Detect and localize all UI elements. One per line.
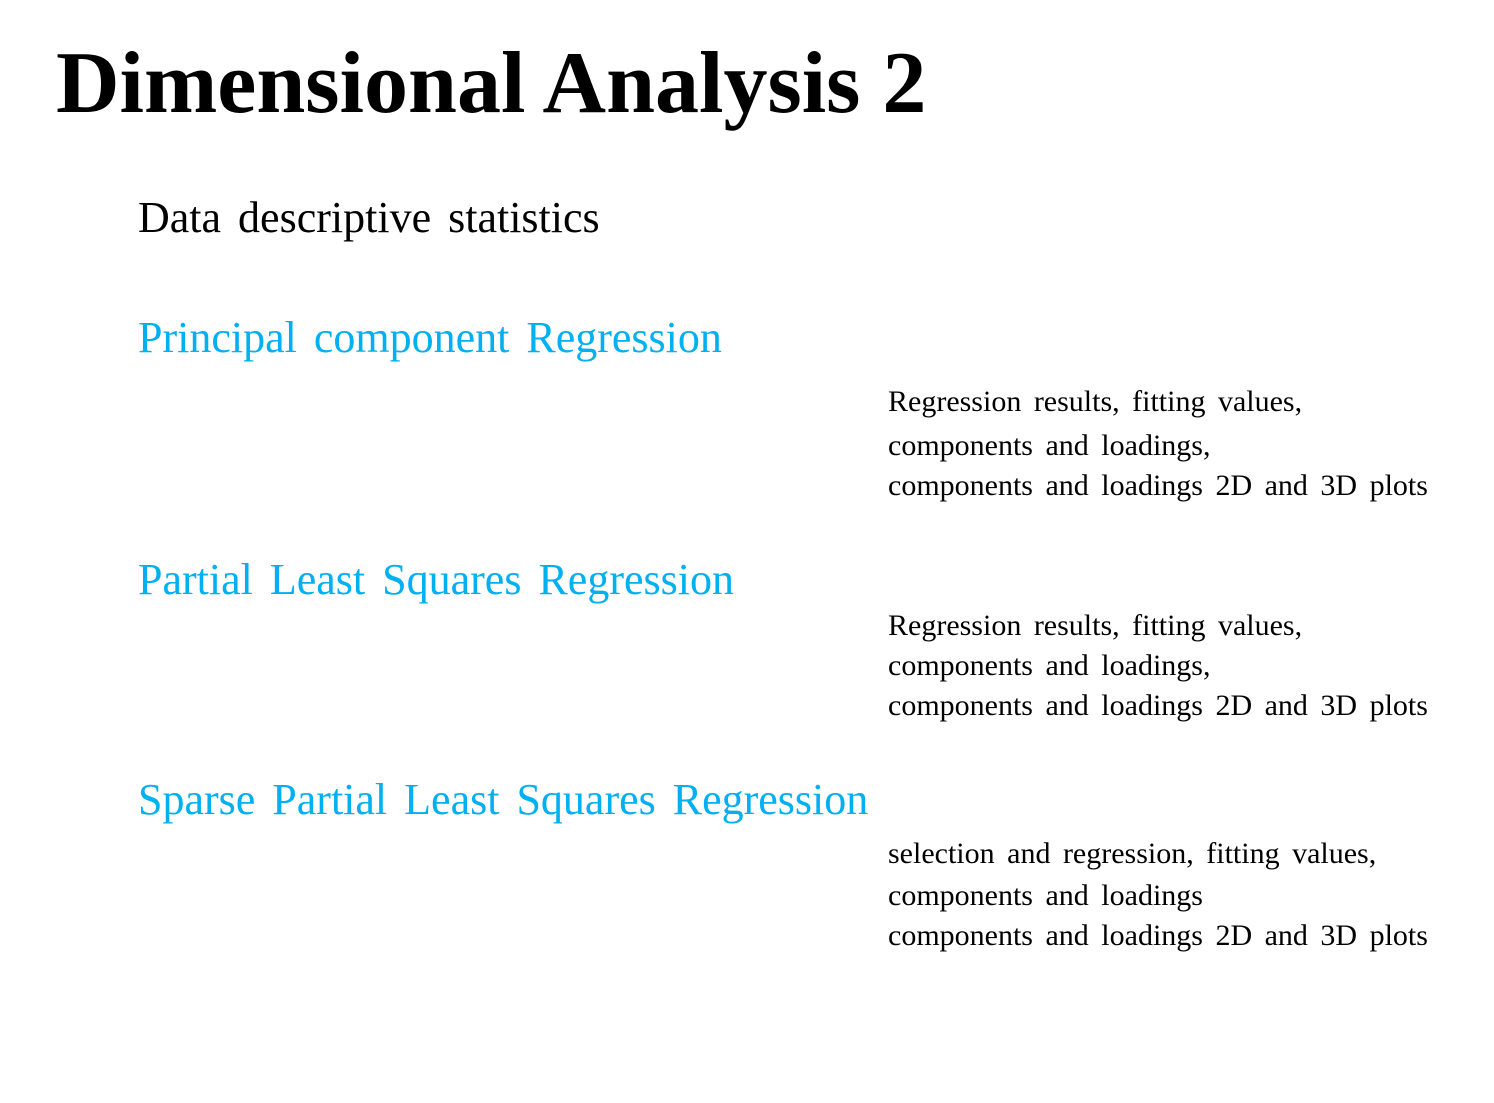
section-line: components and loadings 2D and 3D plots <box>888 689 1428 722</box>
section-heading-pcr: Principal component Regression <box>138 313 722 362</box>
section-line: components and loadings 2D and 3D plots <box>888 469 1428 502</box>
section-heading-spls: Sparse Partial Least Squares Regression <box>138 775 869 824</box>
section-line: components and loadings 2D and 3D plots <box>888 919 1428 952</box>
section-line: Regression results, fitting values, <box>888 609 1303 642</box>
section-line: components and loadings, <box>888 649 1211 682</box>
intro-heading: Data descriptive statistics <box>138 193 600 242</box>
section-line: components and loadings, <box>888 429 1211 462</box>
section-heading-pls: Partial Least Squares Regression <box>138 555 734 604</box>
slide-title: Dimensional Analysis 2 <box>56 35 927 132</box>
section-line: components and loadings <box>888 879 1203 912</box>
section-line: Regression results, fitting values, <box>888 385 1303 418</box>
section-line: selection and regression, fitting values… <box>888 837 1377 870</box>
